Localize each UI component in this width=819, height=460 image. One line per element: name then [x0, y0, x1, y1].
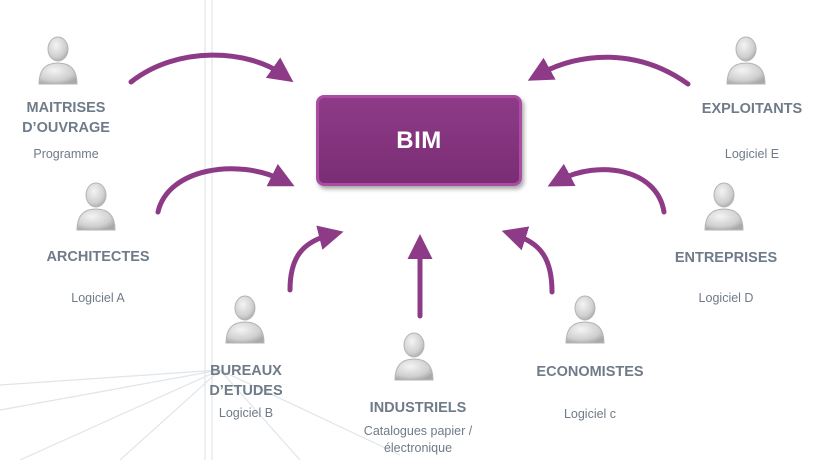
- actor-name-industriels: INDUSTRIELS: [369, 400, 467, 416]
- actor-detail-architectes: Logiciel A: [71, 291, 125, 305]
- arrow-architectes: [155, 163, 295, 215]
- actor-detail-bureaux-etudes: Logiciel B: [218, 406, 274, 420]
- arrow-bureaux-etudes: [287, 225, 344, 293]
- actor-name-bureaux-etudes: BUREAUX D’ETUDES: [209, 361, 282, 401]
- bim-label: BIM: [396, 126, 442, 154]
- actor-name-maitrises-ouvrage: MAITRISES D’OUVRAGE: [22, 98, 110, 138]
- actor-name-line: D’OUVRAGE: [22, 120, 110, 136]
- actor-name-architectes: ARCHITECTES: [46, 249, 150, 265]
- arrow-economistes: [501, 226, 555, 295]
- arrow-entreprises: [547, 163, 667, 215]
- person-icon: [704, 182, 744, 231]
- person-icon: [38, 36, 78, 85]
- actor-detail-exploitants: Logiciel E: [724, 147, 780, 161]
- actor-detail-line: Catalogues papier /: [363, 424, 473, 438]
- actor-name-exploitants: EXPLOITANTS: [701, 101, 803, 117]
- actor-name-entreprises: ENTREPRISES: [674, 250, 778, 266]
- actor-name-economistes: ECONOMISTES: [536, 364, 644, 380]
- actor-name-line: D’ETUDES: [209, 383, 283, 399]
- person-icon: [565, 295, 605, 344]
- bim-central-box: BIM: [316, 95, 522, 186]
- arrow-exploitants: [527, 54, 691, 87]
- actor-detail-industriels: Catalogues papier / électronique: [364, 423, 472, 457]
- actor-detail-maitrises-ouvrage: Programme: [33, 147, 99, 161]
- person-icon: [76, 182, 116, 231]
- person-icon: [726, 36, 766, 85]
- actor-name-line: BUREAUX: [210, 363, 282, 379]
- arrow-maitrises-ouvrage: [128, 52, 294, 85]
- actor-detail-entreprises: Logiciel D: [698, 291, 754, 305]
- actor-detail-line: électronique: [383, 441, 453, 455]
- person-icon: [225, 295, 265, 344]
- actor-detail-economistes: Logiciel c: [563, 407, 617, 421]
- actor-name-line: MAITRISES: [26, 100, 106, 116]
- person-icon: [394, 332, 434, 381]
